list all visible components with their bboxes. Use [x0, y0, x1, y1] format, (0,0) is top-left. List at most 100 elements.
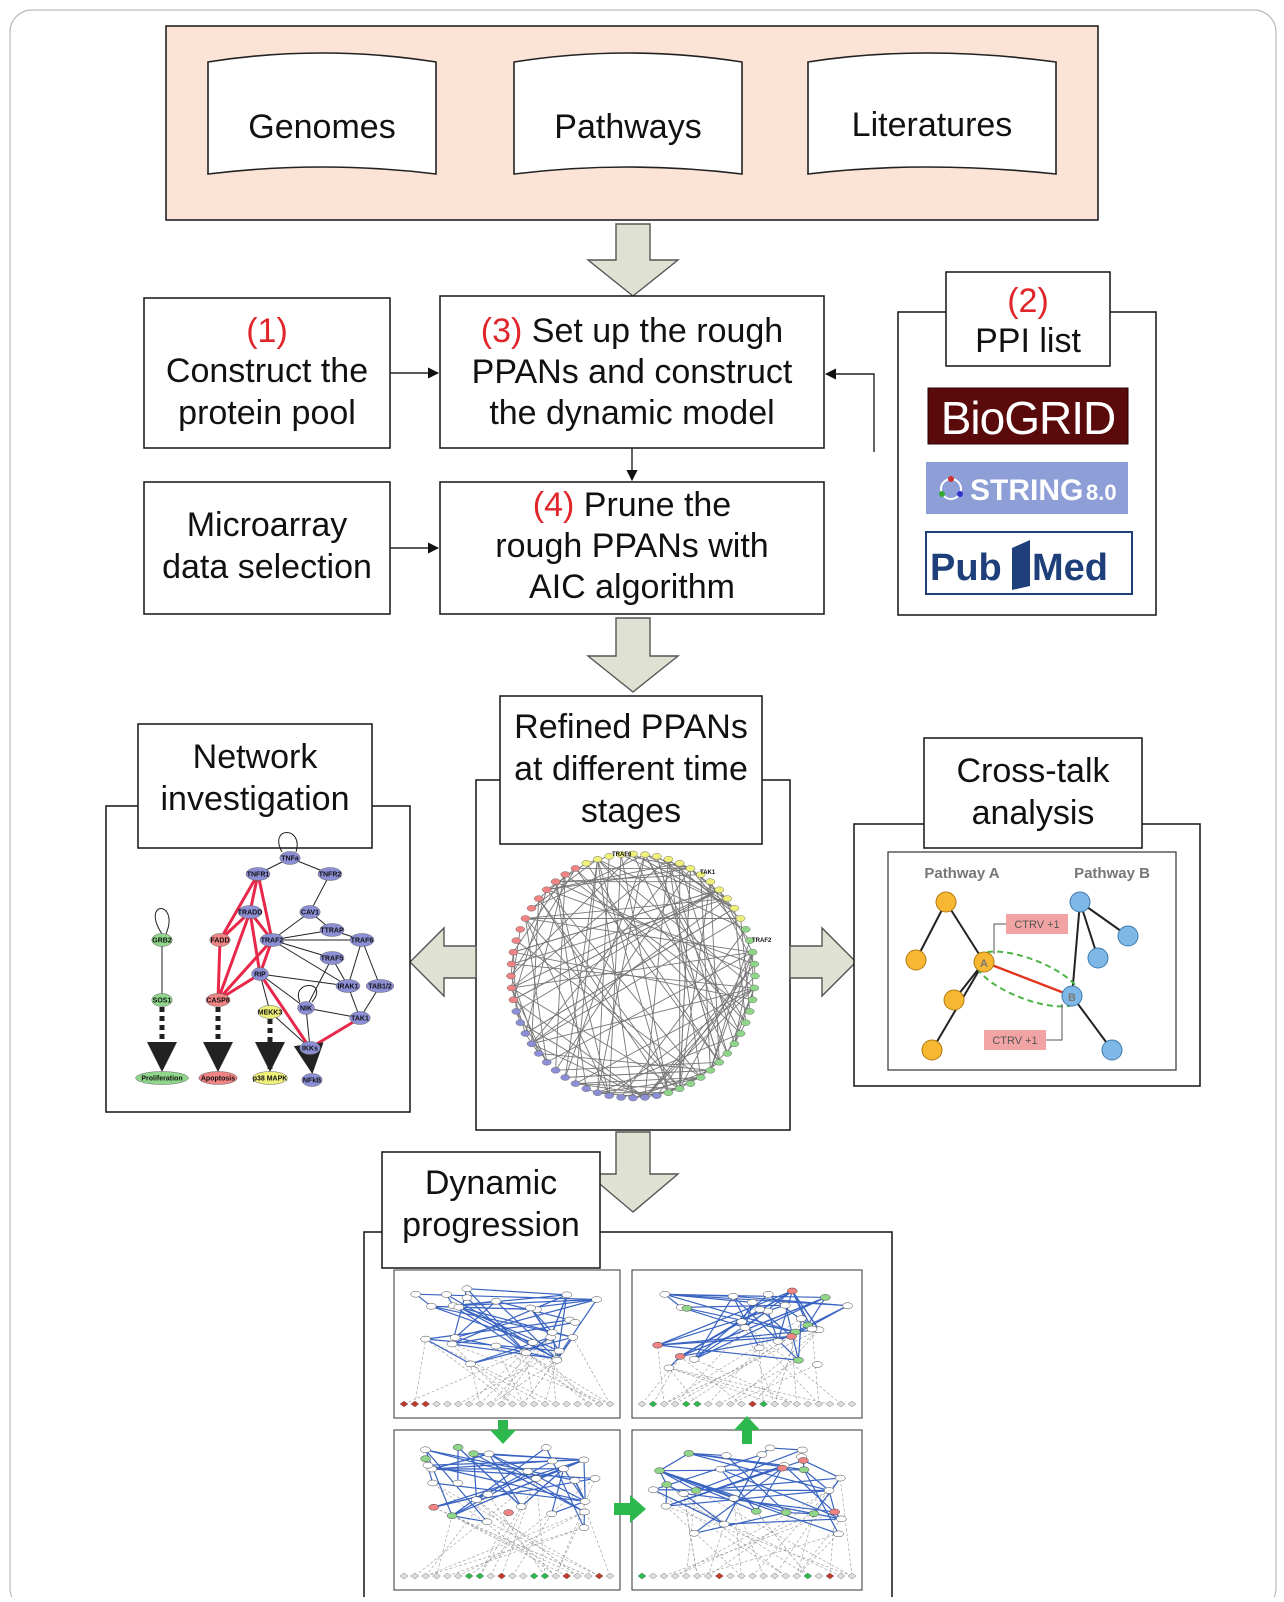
- network-node-label-sos1: SOS1: [153, 998, 172, 1005]
- snapshot-node: [765, 1445, 775, 1451]
- circle-node: [542, 1059, 551, 1065]
- circle-node: [509, 949, 518, 955]
- snapshot-node: [423, 1462, 433, 1468]
- snapshot-node: [796, 1316, 806, 1322]
- snapshot-node: [521, 1350, 531, 1356]
- arrow-ppi-to-step3: [826, 374, 874, 452]
- pubmed-logo: Pub Med: [926, 532, 1132, 594]
- snapshot-node: [830, 1509, 840, 1515]
- step4-box: (4) Prune the rough PPANs with AIC algor…: [440, 482, 824, 614]
- circle-node: [551, 879, 560, 885]
- snapshot-node: [528, 1340, 538, 1346]
- snapshot-node: [773, 1338, 783, 1344]
- snapshot-node: [453, 1480, 463, 1486]
- snapshot-node: [483, 1491, 493, 1497]
- biogrid-logo-text: BioGRID: [941, 392, 1115, 444]
- pubmed-book-icon: [1012, 540, 1030, 590]
- snapshot-edge: [653, 1490, 829, 1491]
- circle-node: [507, 961, 516, 967]
- snapshot-panel-3: [394, 1430, 620, 1590]
- circle-node: [664, 856, 673, 862]
- snapshot-node: [820, 1294, 830, 1300]
- snapshot-node: [691, 1488, 701, 1494]
- step1-line1: Construct the: [166, 352, 368, 390]
- genomes-database: Genomes: [208, 53, 436, 174]
- network-node-label-ttrap: TTRAP: [320, 928, 344, 935]
- snapshot-node: [757, 1452, 767, 1458]
- snapshot-node: [843, 1303, 853, 1309]
- snapshot-node: [777, 1465, 787, 1471]
- snapshot-panel-1: [394, 1270, 620, 1418]
- snapshot-node: [793, 1357, 803, 1363]
- network-node-label-apoptosis: Apoptosis: [201, 1076, 235, 1083]
- snapshot-node: [579, 1457, 589, 1463]
- step4-line3: AIC algorithm: [529, 568, 735, 606]
- snapshot-node: [721, 1453, 731, 1459]
- flow-arrow-right: [790, 928, 856, 996]
- snapshot-node: [469, 1451, 479, 1457]
- snapshot-panel-2: [632, 1270, 862, 1418]
- snapshot-node: [655, 1468, 665, 1474]
- circle-node: [675, 1086, 684, 1092]
- network-node-label-ikks: IKKs: [302, 1046, 318, 1053]
- circle-node: [730, 905, 739, 911]
- snapshot-node: [552, 1357, 562, 1363]
- refined-ppans-panel: Refined PPANs at different time stages T…: [476, 696, 790, 1130]
- snapshot-node: [554, 1348, 564, 1354]
- snapshot-node: [682, 1305, 692, 1311]
- snapshot-node: [812, 1362, 822, 1368]
- circle-node: [582, 1086, 591, 1092]
- circle-node: [750, 985, 759, 991]
- circle-label-traf2: TRAF2: [752, 938, 772, 944]
- refined-line1: Refined PPANs: [514, 708, 748, 746]
- circle-node: [741, 1020, 750, 1026]
- snapshot-node: [462, 1286, 472, 1292]
- step3-line1: (3) Set up the rough: [481, 312, 783, 350]
- snapshot-node: [737, 1319, 747, 1325]
- circle-node: [686, 1081, 695, 1087]
- snapshot-node: [835, 1475, 845, 1481]
- ctrv-text-b: CTRV +1: [992, 1035, 1037, 1047]
- snapshot-node: [648, 1487, 658, 1493]
- pubmed-logo-pub: Pub: [930, 547, 1002, 589]
- circle-node: [507, 985, 516, 991]
- network-node-label-tnfa: TNFa: [281, 856, 299, 863]
- circle-node: [748, 997, 757, 1003]
- circle-node: [509, 997, 518, 1003]
- snapshot-node: [689, 1530, 699, 1536]
- circle-node: [640, 852, 649, 858]
- node-a-label: A: [980, 958, 988, 970]
- circle-node: [741, 926, 750, 932]
- circle-node: [605, 1093, 614, 1099]
- circle-node: [652, 853, 661, 859]
- snapshot-node: [526, 1305, 536, 1311]
- network-node-label-nfkb: NFkB: [303, 1078, 321, 1085]
- snapshot-node: [454, 1304, 464, 1310]
- circle-node: [571, 865, 580, 871]
- crosstalk-line1: Cross-talk: [956, 752, 1110, 790]
- snapshot-node: [755, 1306, 765, 1312]
- circle-node: [512, 938, 521, 944]
- circle-node: [715, 887, 724, 893]
- step1-number: (1): [246, 312, 288, 350]
- circle-node: [534, 1050, 543, 1056]
- microarray-line1: Microarray: [187, 506, 348, 544]
- snapshot-node: [787, 1288, 797, 1294]
- snapshot-node: [729, 1495, 739, 1501]
- dynamic-line2: progression: [402, 1206, 580, 1244]
- snapshot-node: [664, 1365, 674, 1371]
- circle-node: [748, 949, 757, 955]
- network-node-label-nik: NIK: [300, 1006, 312, 1013]
- network-node-label-tak1: TAK1: [351, 1016, 369, 1023]
- network-node-label-tnfr1: TNFR1: [247, 872, 270, 879]
- circle-node: [675, 860, 684, 866]
- circle-label-tak1: TAK1: [700, 870, 716, 876]
- flow-arrow-left: [410, 928, 476, 996]
- snapshot-node: [797, 1447, 807, 1453]
- network-node-label-proliferation: Proliferation: [141, 1076, 182, 1083]
- flow-arrow-down-2: [588, 618, 678, 692]
- circle-node: [736, 915, 745, 921]
- circle-node: [542, 887, 551, 893]
- snapshot-node: [679, 1491, 689, 1497]
- literatures-label: Literatures: [852, 106, 1013, 144]
